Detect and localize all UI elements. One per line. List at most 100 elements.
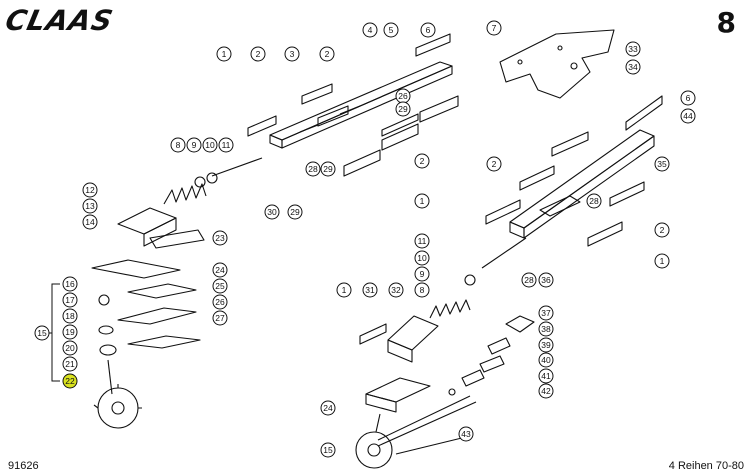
callout-label: 2 [420, 156, 425, 166]
callout-label: 29 [398, 104, 408, 114]
callout-circle [458, 426, 474, 442]
bracket-part-2-top [247, 33, 451, 137]
callout-14: 14 [82, 214, 98, 230]
callout-label: 41 [541, 371, 551, 381]
callout-label: 15 [37, 328, 47, 338]
callout-24: 24 [320, 400, 336, 416]
callout-label: 9 [420, 269, 425, 279]
callout-label: 10 [417, 253, 427, 263]
callout-label: 36 [541, 275, 551, 285]
callout-label: 44 [683, 111, 693, 121]
callout-label: 22 [65, 376, 75, 386]
callout-circle [538, 383, 554, 399]
callout-label: 14 [85, 217, 95, 227]
callout-circle [212, 230, 228, 246]
callout-circle [62, 340, 78, 356]
callout-40: 40 [538, 352, 554, 368]
bracket-part-2-middle [343, 95, 459, 177]
callout-1: 1 [336, 282, 352, 298]
callout-25: 25 [212, 278, 228, 294]
callout-label: 18 [65, 311, 75, 321]
spring-assembly-lower [429, 237, 527, 319]
callout-circle [336, 282, 352, 298]
callout-label: 31 [365, 285, 375, 295]
callout-label: 7 [492, 23, 497, 33]
callout-circle [212, 294, 228, 310]
callout-2: 2 [654, 222, 670, 238]
beam-part-3 [269, 61, 453, 149]
callout-label: 3 [290, 49, 295, 59]
callout-label: 26 [215, 297, 225, 307]
callout-19: 19 [62, 324, 78, 340]
callout-label: 1 [342, 285, 347, 295]
callout-label: 16 [65, 279, 75, 289]
callout-38: 38 [538, 321, 554, 337]
callout-circle [250, 46, 266, 62]
callout-label: 29 [323, 164, 333, 174]
callout-circle [305, 161, 321, 177]
sprocket-left [93, 294, 142, 429]
callout-label: 12 [85, 185, 95, 195]
callout-26: 26 [395, 88, 411, 104]
chain-parts [448, 315, 535, 396]
callout-8: 8 [414, 282, 430, 298]
callout-circle [82, 182, 98, 198]
callout-28: 28 [586, 193, 602, 209]
callout-label: 30 [267, 207, 277, 217]
callout-circle [82, 198, 98, 214]
callout-5: 5 [383, 22, 399, 38]
callout-label: 2 [492, 159, 497, 169]
callout-18: 18 [62, 308, 78, 324]
callout-circle [414, 266, 430, 282]
callout-circle [680, 90, 696, 106]
callout-1: 1 [654, 253, 670, 269]
callout-26: 26 [212, 294, 228, 310]
callout-circle [186, 137, 202, 153]
callout-label: 13 [85, 201, 95, 211]
callout-28: 28 [305, 161, 321, 177]
frame-part-43 [377, 395, 477, 455]
callout-32: 32 [388, 282, 404, 298]
callout-label: 29 [290, 207, 300, 217]
callout-15: 15 [320, 442, 336, 458]
callout-label: 40 [541, 355, 551, 365]
callout-label: 27 [215, 313, 225, 323]
callout-circle [625, 41, 641, 57]
callout-39: 39 [538, 337, 554, 353]
callout-15: 15 [34, 325, 50, 341]
callout-circle [486, 156, 502, 172]
callout-22: 22 [62, 373, 78, 389]
callout-label: 1 [420, 196, 425, 206]
sprocket-lower [355, 413, 393, 469]
callout-label: 6 [686, 93, 691, 103]
spring-assembly-upper [163, 157, 263, 205]
callout-circle [212, 278, 228, 294]
callout-label: 37 [541, 308, 551, 318]
callout-circle [320, 161, 336, 177]
callout-circle [414, 282, 430, 298]
callout-label: 32 [391, 285, 401, 295]
callout-label: 11 [222, 140, 231, 150]
callout-label: 23 [215, 233, 225, 243]
callout-2: 2 [250, 46, 266, 62]
callout-29: 29 [395, 101, 411, 117]
callout-circle [216, 46, 232, 62]
callout-label: 21 [65, 359, 75, 369]
callout-label: 33 [628, 44, 638, 54]
callout-16: 16 [62, 276, 78, 292]
callout-circle [264, 204, 280, 220]
callout-circle [212, 262, 228, 278]
callout-circle [362, 22, 378, 38]
callout-2: 2 [414, 153, 430, 169]
callout-label: 24 [215, 265, 225, 275]
callout-label: 28 [589, 196, 599, 206]
callout-2: 2 [319, 46, 335, 62]
callout-circle [319, 46, 335, 62]
callout-23: 23 [212, 230, 228, 246]
callout-label: 28 [308, 164, 318, 174]
callout-circle [170, 137, 186, 153]
callout-label: 11 [418, 236, 427, 246]
callout-12: 12 [82, 182, 98, 198]
